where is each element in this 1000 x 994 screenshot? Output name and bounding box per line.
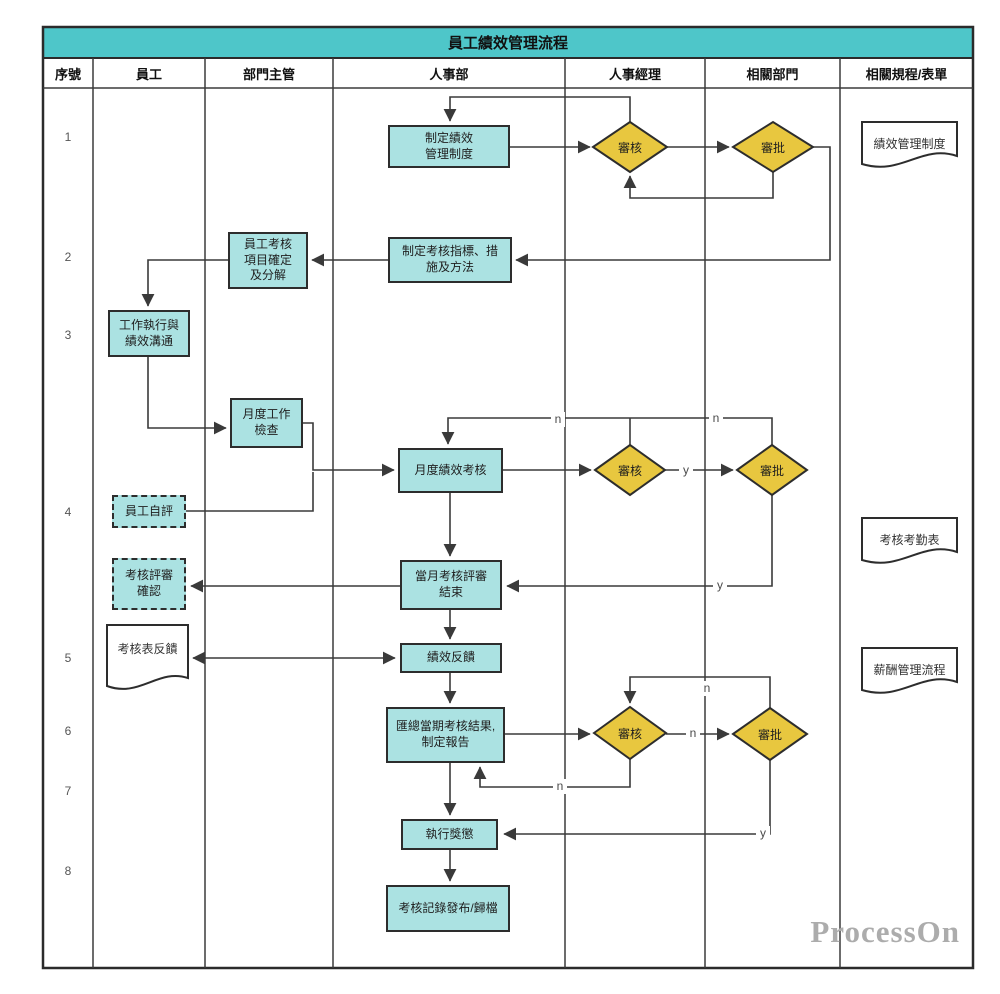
node-define-system[interactable]: 制定績效 管理制度 bbox=[388, 125, 510, 168]
document-shapes bbox=[106, 121, 958, 694]
node-summarize[interactable]: 匯總當期考核結果, 制定報告 bbox=[386, 707, 505, 763]
edge-workexec-to-monthlycheck bbox=[147, 357, 227, 435]
document-system-label: 績效管理制度 bbox=[873, 136, 946, 151]
column-header-docs: 相關規程/表單 bbox=[865, 66, 948, 82]
edge-label-r6-n-mid: n bbox=[686, 726, 700, 741]
edge-label-r6-approve-n: n bbox=[700, 681, 714, 696]
node-employee-items[interactable]: 員工考核 項目確定 及分解 bbox=[228, 232, 308, 289]
decision-review1-shape[interactable] bbox=[591, 120, 669, 174]
edge-approve1-to-indicators bbox=[515, 146, 831, 267]
edge-label-r4-n-right: n bbox=[709, 411, 723, 426]
document-salary-shape[interactable] bbox=[861, 647, 958, 694]
node-work-exec[interactable]: 工作執行與 績效溝通 bbox=[108, 310, 190, 357]
decision-approve3-label: 審批 bbox=[757, 727, 782, 742]
row-number-3: 3 bbox=[64, 328, 72, 342]
node-archive[interactable]: 考核記錄發布/歸檔 bbox=[386, 885, 510, 932]
decision-approve2-shape[interactable] bbox=[735, 443, 809, 497]
decision-approve3-shape[interactable] bbox=[731, 706, 809, 762]
edge-selfeval-join bbox=[186, 472, 314, 512]
page-title: 員工績效管理流程 bbox=[447, 35, 568, 52]
node-feedback[interactable]: 績效反饋 bbox=[400, 643, 502, 673]
document-feedback-shape[interactable] bbox=[106, 624, 189, 690]
edge-n-loop-to-assess bbox=[441, 417, 773, 445]
column-header-related-dept: 相關部門 bbox=[746, 66, 799, 82]
row-number-7: 7 bbox=[64, 784, 72, 798]
table-outer-border bbox=[41, 25, 975, 970]
edge-approve3-back-to-review3 bbox=[623, 676, 771, 708]
decision-review2-shape[interactable] bbox=[593, 443, 667, 497]
row-number-5: 5 bbox=[64, 651, 72, 665]
decision-approve1-label: 審批 bbox=[760, 140, 785, 155]
edge-label-r6-approve-y: y bbox=[756, 826, 770, 841]
processon-watermark: ProcessOn bbox=[810, 914, 960, 949]
edge-label-r4-approve-y: y bbox=[713, 578, 727, 593]
edge-monthlycheck-to-assess bbox=[303, 422, 395, 477]
row-number-2: 2 bbox=[64, 250, 72, 264]
decision-approve1-shape[interactable] bbox=[731, 120, 815, 174]
row-number-8: 8 bbox=[64, 864, 72, 878]
row-number-6: 6 bbox=[64, 724, 72, 738]
document-system-shape[interactable] bbox=[861, 121, 958, 168]
column-header-seq: 序號 bbox=[54, 66, 81, 82]
edge-approve2-to-reviewend bbox=[506, 495, 773, 593]
document-attendance-label: 考核考勤表 bbox=[879, 532, 940, 547]
column-header-dept-manager: 部門主管 bbox=[242, 66, 295, 82]
node-self-eval[interactable]: 員工自評 bbox=[112, 495, 186, 528]
edge-label-r4-n-left: n bbox=[551, 412, 565, 427]
connectors bbox=[141, 96, 831, 882]
node-month-review-end[interactable]: 當月考核評審 結束 bbox=[400, 560, 502, 610]
swimlane-grid bbox=[41, 25, 975, 970]
edge-items-to-workexec bbox=[141, 259, 228, 307]
column-header-hr-dept: 人事部 bbox=[429, 66, 469, 82]
edge-approve1-back-to-review1 bbox=[623, 172, 774, 199]
node-review-confirm[interactable]: 考核評審 確認 bbox=[112, 558, 186, 610]
edge-approve3-to-execute bbox=[503, 760, 771, 841]
document-attendance-shape[interactable] bbox=[861, 517, 958, 564]
decision-shapes bbox=[591, 120, 815, 762]
row-number-1: 1 bbox=[64, 130, 72, 144]
node-monthly-assess[interactable]: 月度績效考核 bbox=[398, 448, 503, 493]
document-salary-label: 薪酬管理流程 bbox=[873, 662, 946, 677]
document-feedback-label: 考核表反饋 bbox=[117, 641, 178, 656]
decision-review3-shape[interactable] bbox=[592, 705, 668, 761]
column-header-hr-manager: 人事經理 bbox=[608, 66, 661, 82]
node-define-indicators[interactable]: 制定考核指標、措 施及方法 bbox=[388, 237, 512, 283]
decision-approve2-label: 審批 bbox=[759, 463, 784, 478]
row-number-4: 4 bbox=[64, 505, 72, 519]
edge-label-r4-y: y bbox=[679, 463, 693, 478]
column-header-employee: 員工 bbox=[135, 66, 162, 82]
decision-review2-label: 審核 bbox=[617, 463, 642, 478]
decision-review3-label: 審核 bbox=[617, 726, 642, 741]
decision-review1-label: 審核 bbox=[617, 140, 642, 155]
node-monthly-check[interactable]: 月度工作 檢查 bbox=[230, 398, 303, 448]
edge-review1-back-to-system bbox=[443, 96, 631, 122]
edge-label-r6-review-n: n bbox=[553, 779, 567, 794]
node-execute[interactable]: 執行獎懲 bbox=[401, 819, 498, 850]
